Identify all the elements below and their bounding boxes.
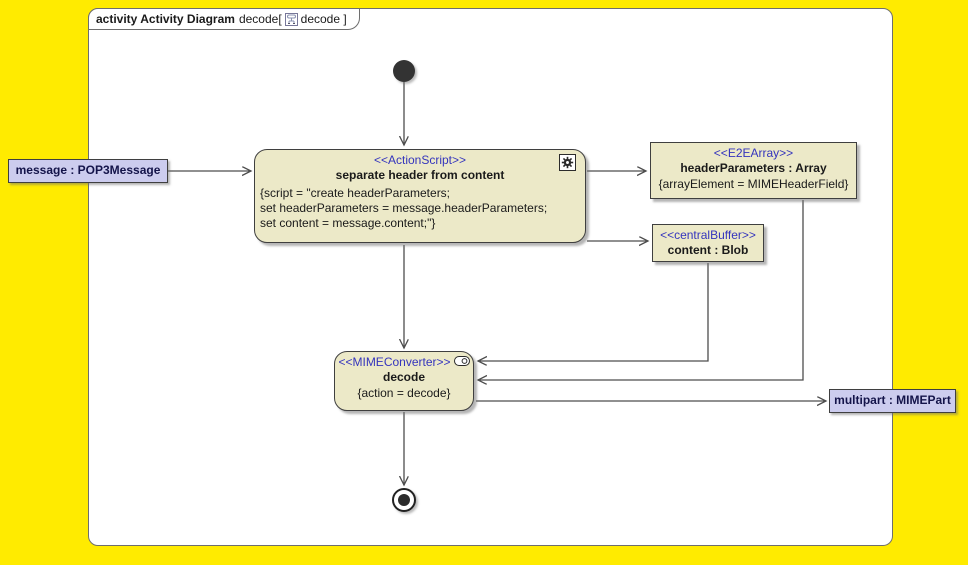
action-name: decode xyxy=(382,370,425,384)
parameter-node-multipart[interactable]: multipart : MIMEPart xyxy=(829,389,956,413)
script-line: {script = "create headerParameters; xyxy=(260,186,451,200)
action-name: separate header from content xyxy=(335,168,505,182)
edge-headerparameters-to-decode[interactable] xyxy=(478,200,804,380)
central-buffer-node-content[interactable]: <<centralBuffer>> content : Blob xyxy=(652,224,764,262)
stereotype-label: <<MIMEConverter>> xyxy=(338,355,451,369)
constraint-label: {action = decode} xyxy=(357,386,451,400)
parameter-node-message[interactable]: message : POP3Message xyxy=(8,159,168,183)
object-node-name: headerParameters : Array xyxy=(680,161,827,175)
constraint-label: {arrayElement = MIMEHeaderField} xyxy=(658,177,849,191)
object-node-header-parameters[interactable]: <<E2EArray>> headerParameters : Array {a… xyxy=(650,142,857,199)
frame-header-keyword: activity Activity Diagram xyxy=(96,12,235,26)
stereotype-label: <<centralBuffer>> xyxy=(660,228,756,242)
frame-header-suffix: decode ] xyxy=(300,12,347,26)
stereotype-label: <<ActionScript>> xyxy=(373,153,467,167)
script-line: set content = message.content;"} xyxy=(260,216,436,230)
action-node-decode[interactable]: <<MIMEConverter>> decode {action = decod… xyxy=(334,351,474,411)
stereotype-label: <<E2EArray>> xyxy=(713,146,794,160)
frame-header-tab[interactable]: activity Activity Diagram decode[ decode… xyxy=(88,8,360,30)
activity-final-node[interactable] xyxy=(392,488,416,512)
final-node-dot xyxy=(398,494,410,506)
action-node-separate-header[interactable]: <<ActionScript>> separate header from co… xyxy=(254,149,586,243)
initial-node[interactable] xyxy=(393,60,415,82)
diagram-frame[interactable] xyxy=(88,8,893,546)
frame-header-name: decode[ xyxy=(238,12,282,26)
object-node-name: content : Blob xyxy=(667,243,749,257)
script-line: set headerParameters = message.headerPar… xyxy=(260,201,548,215)
converter-icon xyxy=(453,356,470,369)
gear-icon xyxy=(559,154,576,171)
edge-content-to-decode[interactable] xyxy=(478,263,709,361)
activity-diagram-icon xyxy=(284,12,298,26)
